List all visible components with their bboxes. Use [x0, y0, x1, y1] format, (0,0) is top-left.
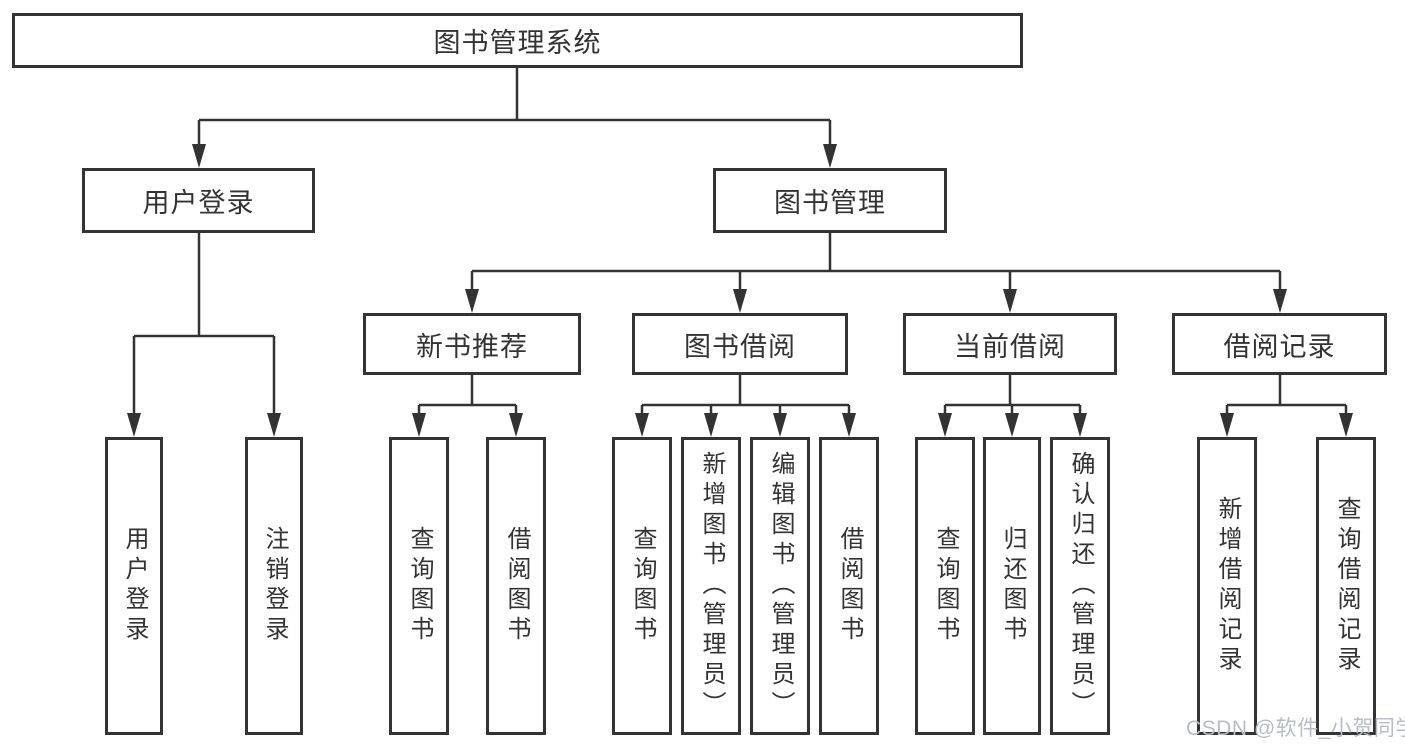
node-root-system: 图书管理系统 — [12, 13, 1023, 68]
node-user-login: 用户登录 — [82, 168, 315, 233]
node-bb-add-books-admin-label: 新增图书（管理员） — [698, 451, 725, 721]
node-cb-return-books-label: 归还图书 — [999, 526, 1026, 646]
node-bb-borrow-books-label: 借阅图书 — [836, 526, 863, 646]
node-book-borrow-label: 图书借阅 — [684, 331, 796, 362]
node-cb-confirm-return-admin-label: 确认归还（管理员） — [1067, 451, 1094, 721]
node-book-mgmt: 图书管理 — [713, 168, 947, 233]
node-user-login-label: 用户登录 — [142, 188, 255, 218]
node-book-borrow: 图书借阅 — [632, 313, 848, 375]
connector-current-borrow — [943, 375, 1082, 419]
connector-new-book-rec — [417, 375, 518, 419]
connector-borrow-records — [1225, 375, 1348, 419]
connector-book-mgmt — [470, 233, 1282, 295]
connector-user-login — [132, 233, 276, 419]
node-cb-confirm-return-admin: 确认归还（管理员） — [1050, 437, 1110, 735]
node-cb-query-books-label: 查询图书 — [932, 526, 959, 646]
node-nb-query-books: 查询图书 — [389, 437, 449, 735]
node-current-borrow: 当前借阅 — [903, 313, 1117, 375]
node-bb-query-books: 查询图书 — [612, 437, 672, 735]
csdn-watermark: CSDN @软件_小贺同学 — [1186, 717, 1405, 740]
node-br-add-record-label: 新增借阅记录 — [1214, 496, 1241, 676]
node-cb-query-books: 查询图书 — [915, 437, 975, 735]
node-root-system-label: 图书管理系统 — [433, 28, 602, 58]
node-bb-borrow-books: 借阅图书 — [819, 437, 879, 735]
node-logout-leaf-label: 注销登录 — [261, 526, 288, 646]
node-bb-edit-books-admin: 编辑图书（管理员） — [750, 437, 810, 735]
node-new-book-rec: 新书推荐 — [363, 313, 581, 375]
connector-book-borrow — [640, 375, 851, 419]
node-bb-add-books-admin: 新增图书（管理员） — [681, 437, 741, 735]
node-current-borrow-label: 当前借阅 — [954, 331, 1066, 362]
node-nb-borrow-books: 借阅图书 — [486, 437, 546, 735]
node-cb-return-books: 归还图书 — [983, 437, 1041, 735]
node-book-mgmt-label: 图书管理 — [774, 188, 886, 218]
connector-root — [197, 68, 832, 146]
node-new-book-rec-label: 新书推荐 — [416, 331, 528, 362]
node-bb-query-books-label: 查询图书 — [629, 526, 656, 646]
node-br-query-record-label: 查询借阅记录 — [1333, 496, 1360, 676]
node-borrow-records-label: 借阅记录 — [1223, 331, 1336, 362]
node-borrow-records: 借阅记录 — [1172, 313, 1387, 375]
node-br-add-record: 新增借阅记录 — [1197, 437, 1257, 735]
node-nb-query-books-label: 查询图书 — [406, 526, 433, 646]
node-logout-leaf: 注销登录 — [245, 437, 303, 735]
node-user-login-leaf: 用户登录 — [105, 437, 163, 735]
node-br-query-record: 查询借阅记录 — [1316, 437, 1376, 735]
node-bb-edit-books-admin-label: 编辑图书（管理员） — [767, 451, 794, 721]
node-user-login-leaf-label: 用户登录 — [121, 526, 148, 646]
node-nb-borrow-books-label: 借阅图书 — [503, 526, 530, 646]
